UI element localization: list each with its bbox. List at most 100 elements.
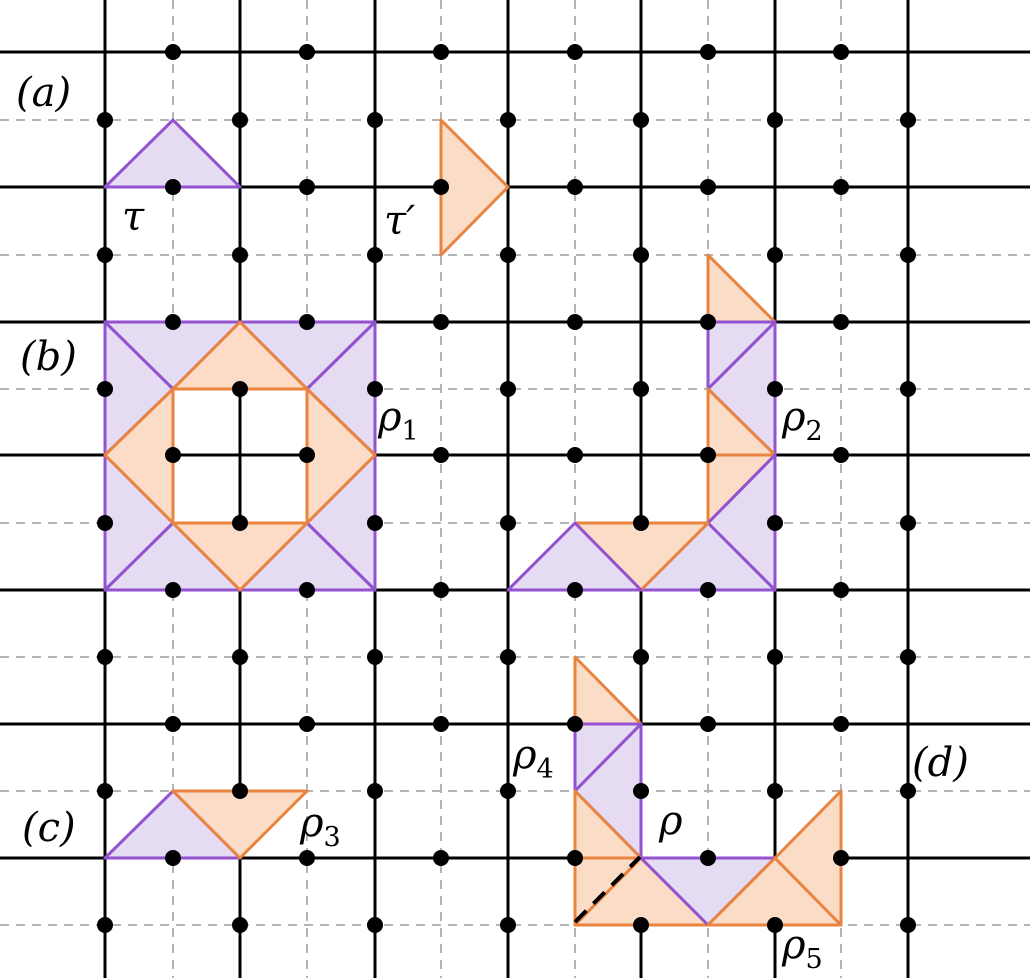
lattice-dot	[97, 515, 113, 531]
lattice-dot	[299, 314, 315, 330]
lattice-dot	[767, 783, 783, 799]
label-rho4: ρ4	[512, 732, 554, 785]
lattice-dot	[500, 112, 516, 128]
dashed-cut-line	[573, 855, 642, 924]
lattice-dot	[700, 314, 716, 330]
label-rho1-sub: 1	[402, 416, 419, 447]
lattice-dot	[500, 515, 516, 531]
label-b: (b)	[20, 334, 77, 380]
lattice-dot	[165, 44, 181, 60]
label-rho4-sub: 4	[537, 754, 554, 785]
lattice-dot	[833, 44, 849, 60]
label-tau: τ	[122, 194, 145, 240]
lattice-dot	[900, 917, 916, 933]
lattice-dot	[97, 783, 113, 799]
lattice-dot	[567, 179, 583, 195]
lattice-dot	[433, 716, 449, 732]
lattice-dot	[433, 850, 449, 866]
lattice-dot	[900, 381, 916, 397]
lattice-dot	[833, 582, 849, 598]
label-c: (c)	[22, 805, 76, 851]
lattice-dot	[833, 179, 849, 195]
lattice-dot	[232, 649, 248, 665]
lattice-dot	[433, 582, 449, 598]
lattice-dot	[567, 582, 583, 598]
lattice-dot	[367, 649, 383, 665]
lattice-dot	[767, 515, 783, 531]
label-a: (a)	[16, 70, 71, 116]
lattice-dot	[500, 917, 516, 933]
label-rho5: ρ5	[781, 922, 823, 975]
lattice-dot	[97, 247, 113, 263]
lattice-dot	[367, 112, 383, 128]
lattice-dot	[700, 44, 716, 60]
lattice-dot	[767, 247, 783, 263]
lattice-dot	[433, 447, 449, 463]
lattice-dot	[299, 716, 315, 732]
lattice-dot	[232, 112, 248, 128]
lattice-dot	[367, 783, 383, 799]
orange-triangle	[439, 118, 510, 257]
lattice-dot	[767, 917, 783, 933]
tile-shapes	[103, 118, 843, 927]
label-d: (d)	[912, 740, 969, 786]
lattice-dot	[299, 44, 315, 60]
lattice-dot	[165, 447, 181, 463]
lattice-dot	[367, 917, 383, 933]
lattice-dot	[700, 582, 716, 598]
lattice-dot	[833, 716, 849, 732]
lattice-dot	[700, 447, 716, 463]
lattice-dot	[900, 247, 916, 263]
lattice-dot	[700, 850, 716, 866]
lattice-dot	[299, 582, 315, 598]
lattice-dot	[633, 381, 649, 397]
label-rho1: ρ1	[377, 394, 419, 447]
lattice-dot	[833, 447, 849, 463]
lattice-dot	[567, 447, 583, 463]
lattice-dot	[900, 515, 916, 531]
lattice-dot	[165, 582, 181, 598]
label-rho3-sub: 3	[324, 822, 341, 853]
lattice-dot	[232, 783, 248, 799]
lattice-dot	[500, 783, 516, 799]
lattice-dot	[433, 179, 449, 195]
lattice-dot	[900, 649, 916, 665]
label-rho2: ρ2	[781, 394, 823, 447]
lattice-dot	[567, 44, 583, 60]
lattice-dot	[165, 716, 181, 732]
lattice-dot	[433, 314, 449, 330]
lattice-dot	[165, 179, 181, 195]
lattice-dot	[767, 381, 783, 397]
lattice-dot	[367, 381, 383, 397]
lattice-dot	[833, 314, 849, 330]
lattice-dot	[165, 850, 181, 866]
lattice-dot	[567, 314, 583, 330]
lattice-dot	[232, 917, 248, 933]
lattice-dot	[767, 112, 783, 128]
lattice-dots	[97, 44, 916, 933]
label-tau-prime: τ′	[384, 198, 415, 244]
lattice-dot	[433, 44, 449, 60]
lattice-dot	[900, 112, 916, 128]
lattice-dot	[767, 649, 783, 665]
lattice-dot	[165, 314, 181, 330]
lattice-dot	[633, 112, 649, 128]
lattice-dot	[633, 783, 649, 799]
lattice-dot	[299, 447, 315, 463]
lattice-dot	[633, 649, 649, 665]
lattice-dot	[567, 850, 583, 866]
label-rho: ρ	[658, 798, 683, 844]
lattice-dot	[299, 179, 315, 195]
lattice-dot	[633, 515, 649, 531]
label-rho3: ρ3	[299, 800, 341, 853]
lattice-dot	[97, 381, 113, 397]
lattice-dot	[232, 515, 248, 531]
lattice-dot	[700, 716, 716, 732]
lattice-dot	[833, 850, 849, 866]
lattice-dot	[633, 247, 649, 263]
purple-triangle	[103, 118, 242, 189]
lattice-dot	[567, 716, 583, 732]
lattice-dot	[500, 649, 516, 665]
